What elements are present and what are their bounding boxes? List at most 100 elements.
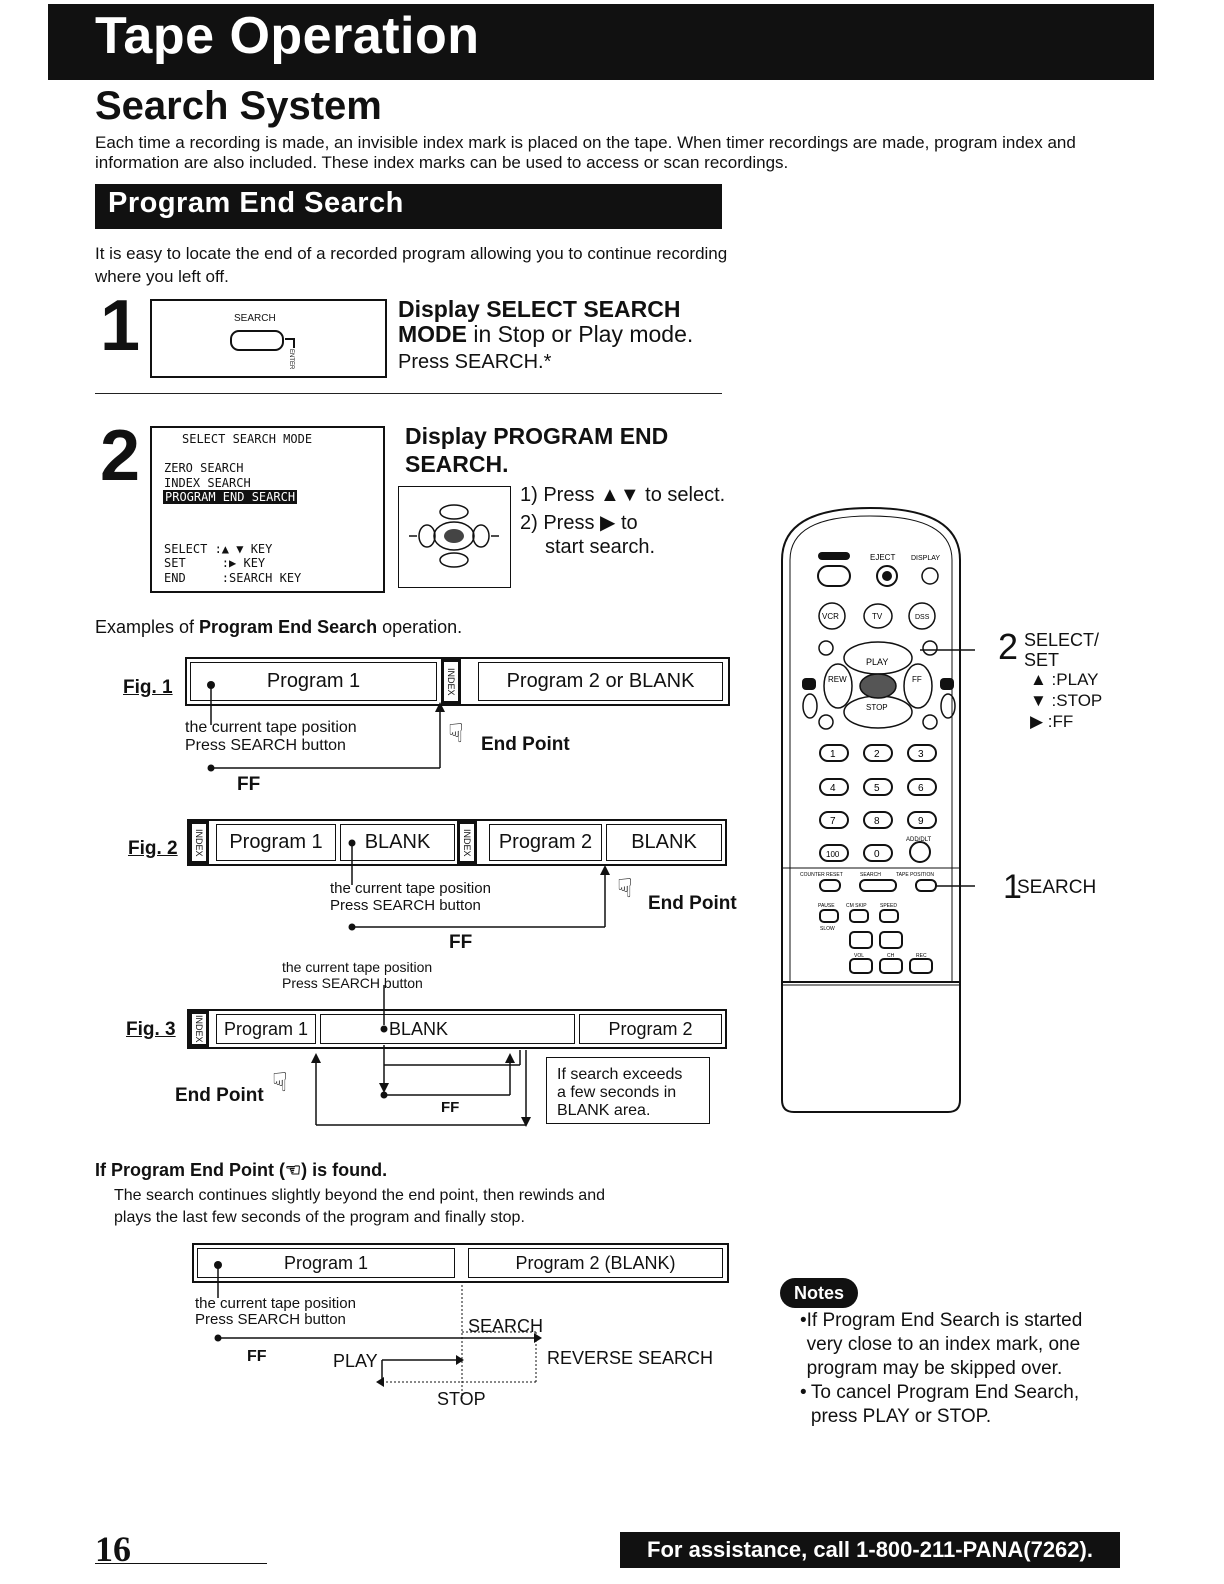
callout-ff-key: ▶ :FF	[1030, 712, 1074, 731]
fig-1-program-2: Program 2 or BLANK	[478, 662, 723, 701]
found-text-1: The search continues slightly beyond the…	[114, 1187, 605, 1204]
fig-2-program-2: Program 2	[489, 824, 602, 861]
index-mark-icon: INDEX	[441, 659, 461, 704]
svg-text:TV: TV	[872, 612, 883, 621]
screen-key-set: SET :▶ KEY	[164, 556, 266, 570]
fig-3-ff: FF	[441, 1099, 460, 1116]
fig-3-press-text: Press SEARCH button	[282, 975, 423, 991]
index-mark-icon: INDEX	[189, 1011, 209, 1047]
svg-text:6: 6	[918, 783, 924, 794]
found-press-text: Press SEARCH button	[195, 1311, 346, 1328]
fig-1-press-text: Press SEARCH button	[185, 737, 346, 754]
fig-3-program-1: Program 1	[216, 1014, 316, 1044]
callout-search-label: SEARCH	[1017, 877, 1097, 898]
fig-3-arrows	[311, 985, 531, 1127]
examples-label-bold: Program End Search	[199, 617, 378, 637]
svg-text:DISPLAY: DISPLAY	[911, 555, 940, 562]
svg-text:100: 100	[826, 850, 840, 859]
fig-3-cell-label: Program 2	[608, 1018, 693, 1039]
svg-text:PAUSE: PAUSE	[818, 903, 835, 909]
section-title-search-system: Search System	[95, 84, 382, 128]
fig-2-cell-label: BLANK	[364, 831, 431, 853]
connector-line	[285, 338, 295, 340]
screen-item-program-end-selected: PROGRAM END SEARCH	[163, 490, 298, 504]
fig-3-tape: INDEX Program 1 BLANK Program 2	[187, 1009, 727, 1049]
index-mark-icon: INDEX	[189, 821, 209, 864]
section-title-program-end-search: Program End Search	[108, 187, 404, 219]
svg-text:9: 9	[918, 816, 924, 827]
found-play: PLAY	[333, 1351, 378, 1371]
callout-select-number: 2	[998, 626, 1019, 667]
svg-text:CH: CH	[887, 953, 895, 959]
fig-3-cell-label: BLANK	[389, 1018, 449, 1039]
found-ff: FF	[247, 1348, 267, 1365]
svg-text:COUNTER RESET: COUNTER RESET	[800, 872, 843, 878]
callout-select-label-1: SELECT/	[1024, 630, 1100, 650]
fig-1-arrows	[207, 681, 445, 772]
step-2-number: 2	[100, 416, 141, 496]
joystick-icon	[409, 504, 499, 568]
callout-play-key: ▲ :PLAY	[1030, 670, 1099, 689]
found-heading-pre: If Program End Point (	[95, 1160, 286, 1180]
svg-text:5: 5	[874, 783, 880, 794]
svg-text:2: 2	[874, 749, 880, 760]
notes-list: •If Program End Search is started very c…	[800, 1309, 1120, 1429]
found-program-1-label: Program 1	[283, 1252, 369, 1273]
svg-text:8: 8	[874, 816, 880, 827]
fig-1-program-2-label: Program 2 or BLANK	[506, 670, 695, 692]
fig-1-end-point: End Point	[481, 734, 570, 755]
fig-2-label: Fig. 2	[128, 838, 178, 859]
fig-2-cell-label: Program 1	[229, 831, 323, 853]
fig-2-program-1: Program 1	[216, 824, 336, 861]
step-2-heading: Display PROGRAM END SEARCH.	[405, 423, 669, 477]
fig-3-exceed-line3: BLANK area.	[557, 1102, 651, 1119]
header-bar	[48, 4, 1154, 80]
found-program-2: Program 2 (BLANK)	[468, 1248, 723, 1278]
step-1-heading-bold: MODE	[398, 321, 467, 347]
screen-item-zero: ZERO SEARCH	[164, 461, 244, 475]
svg-text:CM SKIP: CM SKIP	[846, 903, 867, 909]
fig-2-arrows	[348, 839, 610, 931]
fig-1-position-text: the current tape position	[185, 719, 357, 736]
found-heading-post: ) is found.	[301, 1160, 388, 1180]
svg-text:EJECT: EJECT	[870, 553, 895, 562]
fig-3-position-text: the current tape position	[282, 959, 433, 975]
screen-key-end: END :SEARCH KEY	[164, 571, 302, 585]
examples-label-post: operation.	[377, 617, 463, 637]
svg-text:TAPE POSITION: TAPE POSITION	[896, 872, 934, 878]
end-point-hand-icon: ☜	[285, 1160, 302, 1180]
fig-3-cell-label: Program 1	[223, 1018, 309, 1039]
fig-2-tape: INDEX Program 1 BLANK INDEX Program 2 BL…	[187, 819, 727, 866]
screen-item-index: INDEX SEARCH	[164, 476, 251, 490]
found-program-2-label: Program 2 (BLANK)	[515, 1252, 676, 1273]
examples-label: Examples of Program End Search operation…	[95, 616, 462, 639]
found-arrows	[214, 1261, 542, 1402]
svg-text:ADD/DLT: ADD/DLT	[906, 837, 932, 843]
fig-1-tape: Program 1 INDEX Program 2 or BLANK	[185, 657, 730, 706]
fig-3-blank: BLANK	[320, 1014, 575, 1044]
connector-line	[293, 338, 295, 348]
select-pad-illustration	[398, 486, 511, 588]
select-search-mode-screen: SELECT SEARCH MODE ZERO SEARCH INDEX SEA…	[150, 426, 385, 593]
callout-select-label-2: SET	[1024, 650, 1060, 670]
step-1-heading-line2: MODE in Stop or Play mode.	[398, 321, 693, 348]
divider	[95, 393, 722, 394]
fig-2-blank-2: BLANK	[606, 824, 722, 861]
svg-text:SEARCH: SEARCH	[860, 872, 881, 878]
svg-text:1: 1	[830, 749, 836, 760]
fig-2-press-text: Press SEARCH button	[330, 897, 481, 914]
step-2-instruction-2b: start search.	[545, 536, 656, 558]
page-number-rule	[95, 1563, 267, 1564]
fig-2-ff: FF	[449, 932, 473, 953]
fig-3-exceed-note: If search exceeds a few seconds in BLANK…	[546, 1057, 710, 1124]
svg-text:VOL: VOL	[854, 953, 864, 959]
fig-1-ff: FF	[237, 774, 261, 795]
step-1-number: 1	[100, 286, 141, 366]
found-position-text: the current tape position	[195, 1295, 356, 1312]
search-system-intro: Each time a recording is made, an invisi…	[95, 133, 1076, 172]
notes-badge: Notes	[780, 1278, 858, 1308]
examples-label-pre: Examples of	[95, 617, 200, 637]
fig-2-position-text: the current tape position	[330, 880, 491, 897]
svg-text:SPEED: SPEED	[880, 903, 897, 909]
section-bar	[95, 184, 722, 229]
